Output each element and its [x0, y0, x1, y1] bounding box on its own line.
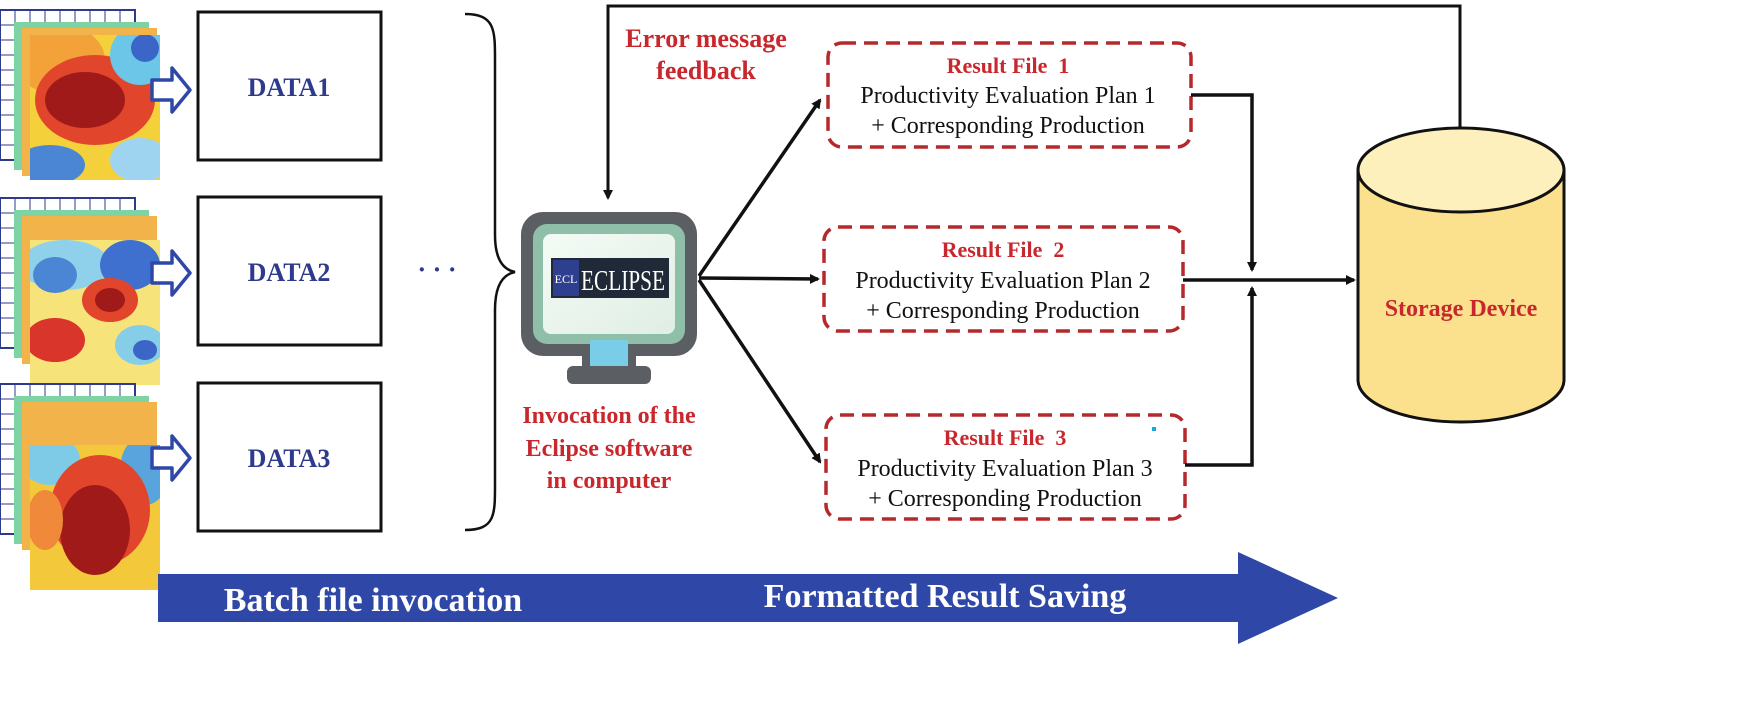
arrow-to-result-2 [698, 273, 820, 284]
heatmap-stack-2 [0, 197, 160, 385]
arrow-to-result-1 [697, 98, 822, 277]
hollow-arrow-1 [150, 66, 192, 114]
data-box-3: DATA3 [196, 381, 383, 533]
storage-device-icon: Storage Device [1356, 126, 1566, 424]
connector-result-1 [1191, 93, 1257, 272]
result-file-3: Result File 3 Productivity Evaluation Pl… [824, 413, 1187, 521]
result-3-title: Result File 3 [944, 425, 1067, 450]
caption-line-2: Eclipse software [526, 436, 693, 462]
process-arrow-left-text: Batch file invocation [224, 582, 523, 619]
storage-label: Storage Device [1385, 296, 1538, 322]
curly-brace [464, 12, 516, 532]
result-1-line2: + Corresponding Production [871, 113, 1145, 139]
software-caption: Invocation of the Eclipse software in co… [522, 403, 696, 494]
result-2-line1: Productivity Evaluation Plan 2 [855, 268, 1150, 294]
data-label-3: DATA3 [248, 444, 331, 473]
heatmap-stack-3 [0, 383, 160, 590]
result-3-line2: + Corresponding Production [868, 486, 1142, 512]
result-2-line2: + Corresponding Production [866, 298, 1140, 324]
caption-line-3: in computer [547, 468, 672, 494]
stray-dot [1152, 427, 1156, 431]
arrow-to-result-3 [697, 279, 822, 464]
connector-result-3 [1185, 286, 1257, 467]
heatmap-stack-1 [0, 9, 160, 180]
hollow-arrow-2 [150, 249, 192, 297]
feedback-line-2: feedback [656, 56, 756, 85]
data-label-1: DATA1 [248, 73, 331, 102]
data-box-1: DATA1 [196, 10, 383, 162]
result-file-1: Result File 1 Productivity Evaluation Pl… [826, 41, 1193, 149]
feedback-line-1: Error message [625, 24, 787, 53]
feedback-label: Error message feedback [625, 24, 787, 85]
result-file-2: Result File 2 Productivity Evaluation Pl… [822, 225, 1185, 333]
data-box-2: DATA2 [196, 195, 383, 347]
result-2-title: Result File 2 [942, 237, 1065, 262]
eclipse-logo-mark: ECL [555, 272, 578, 286]
ellipsis: · · · [417, 255, 456, 284]
feedback-line [603, 4, 1462, 200]
result-1-title: Result File 1 [947, 53, 1070, 78]
hollow-arrow-3 [150, 434, 192, 482]
data-label-2: DATA2 [248, 258, 331, 287]
computer-icon: ECL ECLIPSE [521, 212, 697, 384]
result-3-line1: Productivity Evaluation Plan 3 [857, 456, 1152, 482]
result-1-line1: Productivity Evaluation Plan 1 [860, 83, 1155, 109]
caption-line-1: Invocation of the [522, 403, 696, 429]
eclipse-screen-text: ECLIPSE [581, 266, 665, 297]
process-arrow-right-text: Formatted Result Saving [764, 578, 1127, 615]
process-arrow: Batch file invocation Formatted Result S… [158, 552, 1338, 644]
